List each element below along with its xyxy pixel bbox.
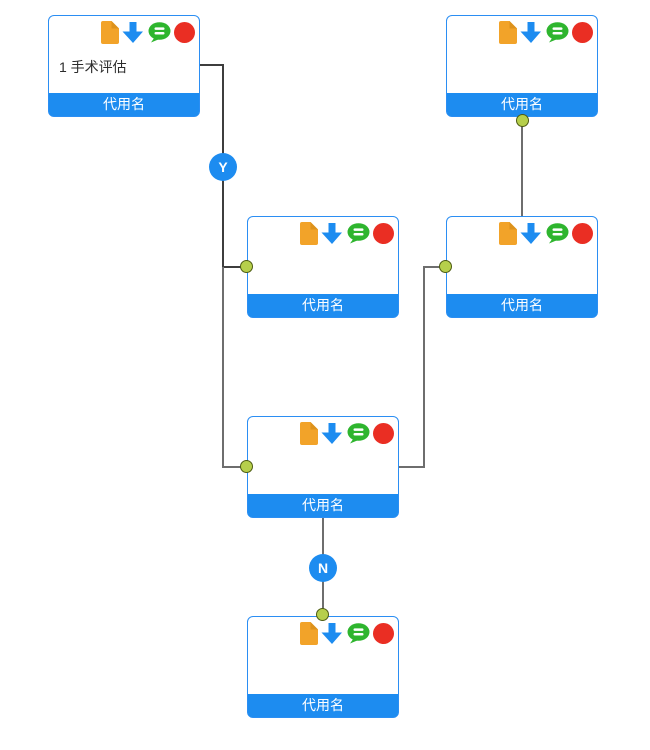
arrow-down-icon[interactable] xyxy=(321,622,343,645)
node-alias-bar: 代用名 xyxy=(49,93,199,116)
arrow-down-icon[interactable] xyxy=(520,21,542,44)
connection-port-node6-top[interactable] xyxy=(316,608,329,621)
edge-node1-node5-h xyxy=(222,466,242,468)
edge-node2-node4-v xyxy=(521,123,523,216)
edge-node1-node3-h1 xyxy=(199,64,224,66)
document-icon[interactable] xyxy=(499,222,517,245)
flow-node-3[interactable]: 代用名 xyxy=(247,216,399,318)
node-alias-bar: 代用名 xyxy=(447,294,597,317)
edge-node4-node5-h1 xyxy=(424,266,441,268)
comment-icon[interactable] xyxy=(147,22,171,43)
flow-node-1[interactable]: 1 手术评估 代用名 xyxy=(48,15,200,117)
red-dot-icon[interactable] xyxy=(373,223,394,244)
node-label: 1 手术评估 xyxy=(59,59,127,75)
node-alias-bar: 代用名 xyxy=(248,294,398,317)
comment-icon[interactable] xyxy=(545,223,569,244)
arrow-down-icon[interactable] xyxy=(321,222,343,245)
connection-port-node3-left[interactable] xyxy=(240,260,253,273)
connection-port-node5-left[interactable] xyxy=(240,460,253,473)
edge-label-yes[interactable]: Y xyxy=(209,153,237,181)
flow-node-4[interactable]: 代用名 xyxy=(446,216,598,318)
node-alias-bar: 代用名 xyxy=(248,694,398,717)
document-icon[interactable] xyxy=(499,21,517,44)
red-dot-icon[interactable] xyxy=(572,223,593,244)
comment-icon[interactable] xyxy=(346,623,370,644)
comment-icon[interactable] xyxy=(346,223,370,244)
document-icon[interactable] xyxy=(101,21,119,44)
document-icon[interactable] xyxy=(300,222,318,245)
red-dot-icon[interactable] xyxy=(373,623,394,644)
flow-node-5[interactable]: 代用名 xyxy=(247,416,399,518)
flow-node-2[interactable]: 代用名 xyxy=(446,15,598,117)
arrow-down-icon[interactable] xyxy=(321,422,343,445)
node-alias-bar: 代用名 xyxy=(248,494,398,517)
edge-node1-node5-v xyxy=(222,267,224,467)
connection-port-node2-bottom[interactable] xyxy=(516,114,529,127)
red-dot-icon[interactable] xyxy=(373,423,394,444)
edge-label-no[interactable]: N xyxy=(309,554,337,582)
document-icon[interactable] xyxy=(300,422,318,445)
red-dot-icon[interactable] xyxy=(572,22,593,43)
document-icon[interactable] xyxy=(300,622,318,645)
arrow-down-icon[interactable] xyxy=(122,21,144,44)
connection-port-node4-left[interactable] xyxy=(439,260,452,273)
red-dot-icon[interactable] xyxy=(174,22,195,43)
edge-node1-node3-h2 xyxy=(222,266,242,268)
edge-node4-node5-h2 xyxy=(399,466,425,468)
comment-icon[interactable] xyxy=(346,423,370,444)
flow-node-6[interactable]: 代用名 xyxy=(247,616,399,718)
arrow-down-icon[interactable] xyxy=(520,222,542,245)
comment-icon[interactable] xyxy=(545,22,569,43)
node-alias-bar: 代用名 xyxy=(447,93,597,116)
edge-node4-node5-v xyxy=(423,266,425,468)
